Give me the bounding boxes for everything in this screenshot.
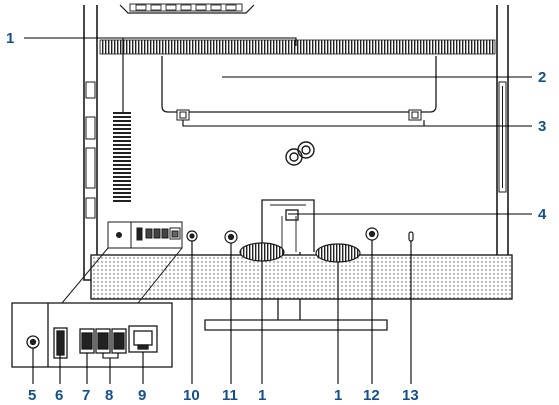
callout-lines [24, 37, 532, 384]
callout-9: 9 [138, 387, 146, 404]
callout-3: 3 [538, 118, 546, 135]
callout-labels: 1 2 3 4 5 6 7 8 9 10 11 1 1 12 13 [6, 30, 547, 404]
callout-8: 8 [105, 387, 113, 404]
io-panel-small [107, 221, 183, 249]
rear-ports [186, 227, 414, 244]
vent-grille [113, 112, 131, 204]
callout-4: 4 [538, 206, 547, 223]
callout-1-top: 1 [6, 30, 14, 47]
callout-1-bottom-left: 1 [258, 387, 266, 404]
callout-12: 12 [363, 387, 380, 404]
cable-holes [239, 242, 361, 263]
side-slot-right [498, 81, 507, 193]
callout-13: 13 [402, 387, 419, 404]
callout-7: 7 [82, 387, 90, 404]
vent-grille [99, 39, 496, 55]
speaker-bar [90, 254, 513, 300]
rear-cover [161, 56, 437, 113]
fujitsu-logo-icon [285, 141, 315, 166]
callout-5: 5 [28, 387, 36, 404]
callout-11: 11 [222, 387, 238, 404]
callout-1-bottom-right: 1 [334, 387, 342, 404]
top-buttons [135, 4, 237, 11]
callout-10: 10 [183, 387, 200, 404]
cover-latches [176, 109, 422, 121]
callout-6: 6 [55, 387, 63, 404]
side-tabs-left [85, 81, 96, 219]
callout-2: 2 [538, 69, 546, 86]
io-panel-zoom [11, 247, 183, 368]
